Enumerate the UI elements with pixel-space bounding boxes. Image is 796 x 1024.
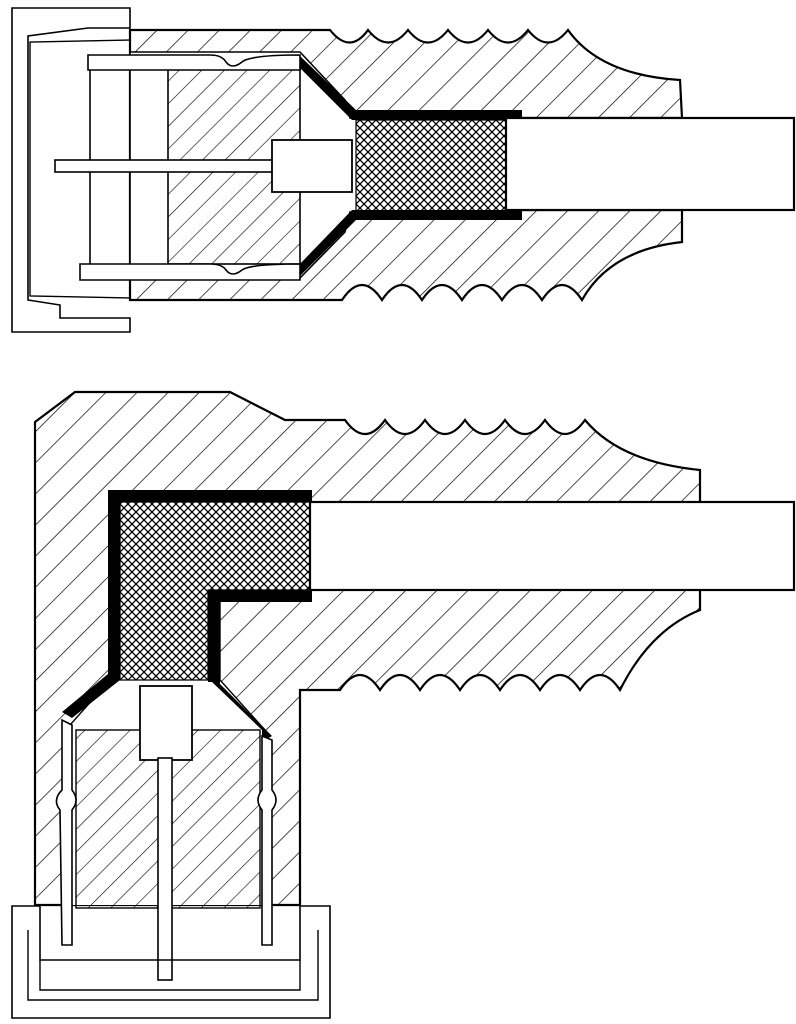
coupling-cap-outline [11, 7, 131, 333]
angle-crimp-sleeve [62, 490, 312, 718]
angle-cable-jacket [308, 500, 796, 592]
crimp-sleeve-lower [298, 210, 522, 276]
angle-coupling-cap-outline [11, 905, 331, 1019]
crimp-sleeve [298, 56, 522, 120]
right-angle-plug-view [11, 390, 796, 1019]
coupling-cap-inner-outline [29, 39, 131, 299]
angle-pin-ferrule [139, 685, 193, 761]
straight-plug-view [11, 7, 796, 333]
center-pin [54, 159, 276, 173]
angle-center-pin [157, 757, 173, 981]
outer-contact-bottom [79, 263, 301, 281]
braided-shield [355, 119, 513, 213]
angle-outer-contact-left [55, 718, 77, 946]
angle-outer-contact-right [257, 734, 277, 946]
pin-ferrule [271, 139, 353, 193]
angle-coupling-cap-inner [27, 930, 319, 1001]
outer-contact-top [87, 54, 301, 71]
cable-jacket [504, 116, 796, 212]
